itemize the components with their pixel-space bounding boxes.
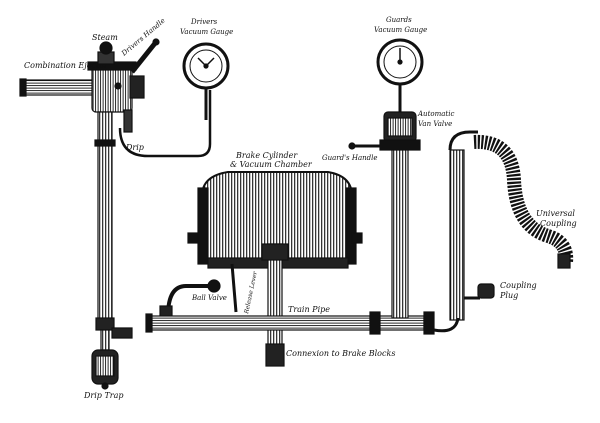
label-connexion-brake-blocks: Connexion to Brake Blocks	[286, 349, 395, 358]
label-coupling-plug-2: Plug	[499, 291, 518, 300]
label-train-pipe: Train Pipe	[288, 305, 330, 314]
label-drip-trap: Drip Trap	[83, 391, 124, 400]
label-automatic-1: Automatic	[417, 110, 454, 118]
label-drip: Drip	[125, 143, 144, 152]
vertical-pipe	[94, 111, 133, 351]
guards-handle	[348, 142, 384, 150]
label-universal-1: Universal	[536, 209, 575, 218]
label-coupling-plug-1: Coupling	[500, 281, 537, 290]
drip-trap	[91, 349, 119, 390]
combination-ejector	[19, 38, 160, 133]
brake-cylinder	[187, 171, 363, 367]
label-combination-ejector: Combination Ejector	[24, 61, 109, 70]
label-automatic-2: Van Valve	[418, 120, 452, 128]
label-guards-handle: Guard's Handle	[322, 154, 378, 162]
label-universal-2: Coupling	[540, 219, 577, 228]
label-release-lever: Release Lever	[243, 270, 259, 316]
label-drivers-gauge-2: Vacuum Gauge	[180, 28, 233, 36]
automatic-van-valve	[379, 111, 421, 151]
coupling-plug	[464, 283, 495, 300]
release-lever	[230, 263, 238, 313]
label-guards-gauge-1: Guards	[386, 16, 412, 24]
drivers-vacuum-gauge	[182, 42, 230, 120]
universal-coupling	[473, 134, 574, 269]
label-brake-cylinder-2: & Vacuum Chamber	[230, 160, 313, 169]
label-drivers-handle: Drivers Handle	[119, 17, 166, 59]
label-drivers-gauge-1: Drivers	[190, 18, 218, 26]
guards-vacuum-gauge	[376, 38, 424, 112]
label-guards-gauge-2: Vacuum Gauge	[374, 26, 427, 34]
label-brake-cylinder-1: Brake Cylinder	[235, 151, 298, 160]
label-steam: Steam	[92, 33, 118, 42]
label-ball-valve: Ball Valve	[191, 294, 227, 302]
train-pipe	[145, 311, 435, 335]
